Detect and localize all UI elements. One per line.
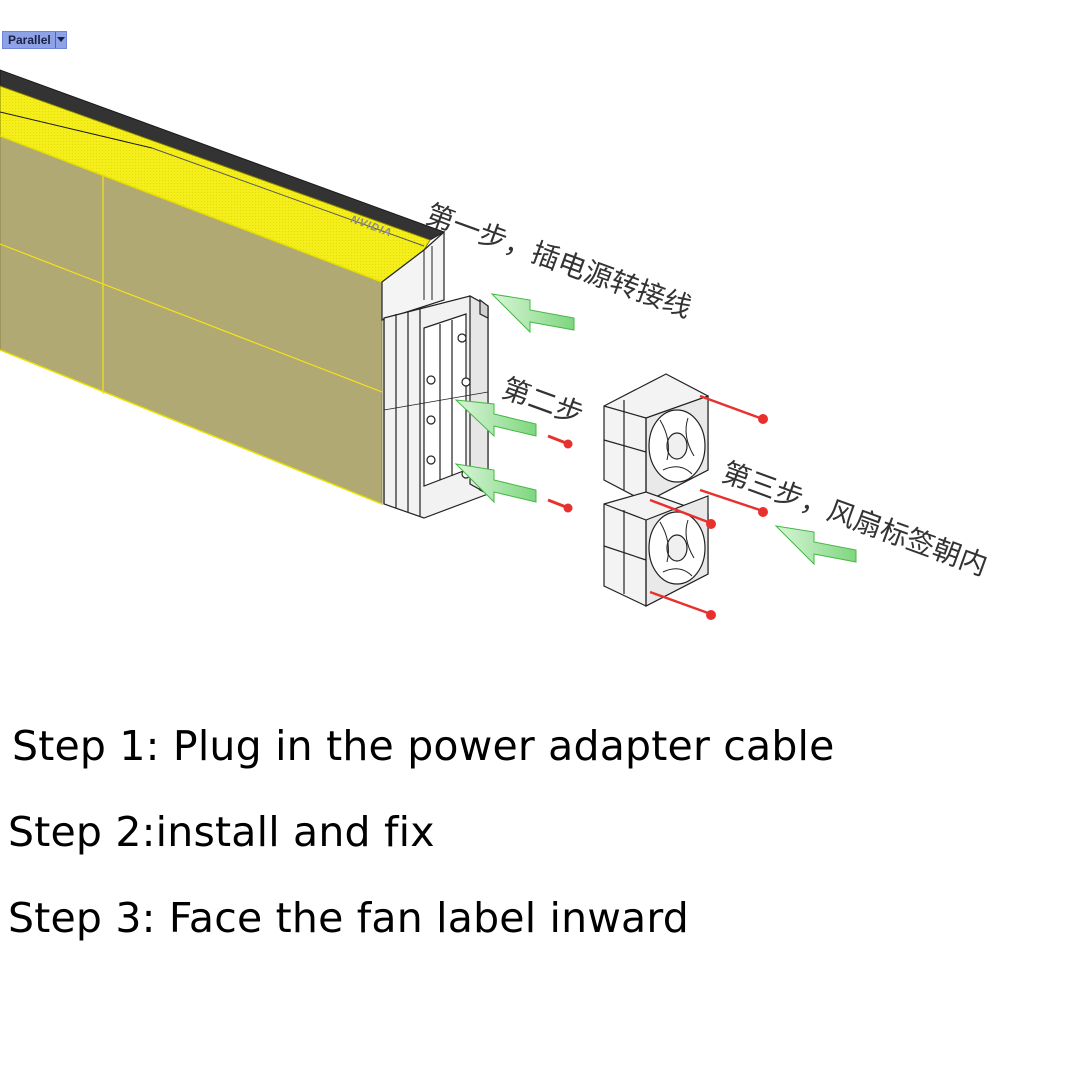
annotation-step3: 第三步，风扇标签朝内 <box>718 456 992 583</box>
screw-long-4 <box>649 590 716 620</box>
screw-long-2 <box>649 498 716 529</box>
direction-arrow-step2-lower <box>454 463 537 504</box>
card-end-cap <box>381 230 445 321</box>
direction-arrow-step2-upper <box>454 399 537 438</box>
screw-long-1 <box>699 394 768 424</box>
fan-top <box>603 373 709 503</box>
caption-step3: Step 3: Face the fan label inward <box>8 894 689 942</box>
view-mode-dropdown[interactable]: Parallel <box>2 31 67 49</box>
view-mode-label: Parallel <box>8 33 51 47</box>
fan-bracket-model <box>383 294 489 519</box>
graphics-card-model: NVIDIA <box>0 69 446 505</box>
caption-step1: Step 1: Plug in the power adapter cable <box>12 722 835 770</box>
direction-arrow-step1 <box>490 293 575 334</box>
chevron-down-icon[interactable] <box>54 32 66 48</box>
chevron-down-icon-glyph <box>56 37 65 42</box>
cad-viewport[interactable]: NVIDIA <box>0 0 1080 660</box>
direction-arrow-step3 <box>774 525 857 566</box>
caption-step2: Step 2:install and fix <box>8 808 435 856</box>
screw-long-3 <box>699 488 768 517</box>
screw-small-2 <box>547 498 573 513</box>
fan-bottom <box>603 491 709 607</box>
assembly-model-view: NVIDIA <box>0 69 992 620</box>
screw-small-1 <box>547 434 573 449</box>
